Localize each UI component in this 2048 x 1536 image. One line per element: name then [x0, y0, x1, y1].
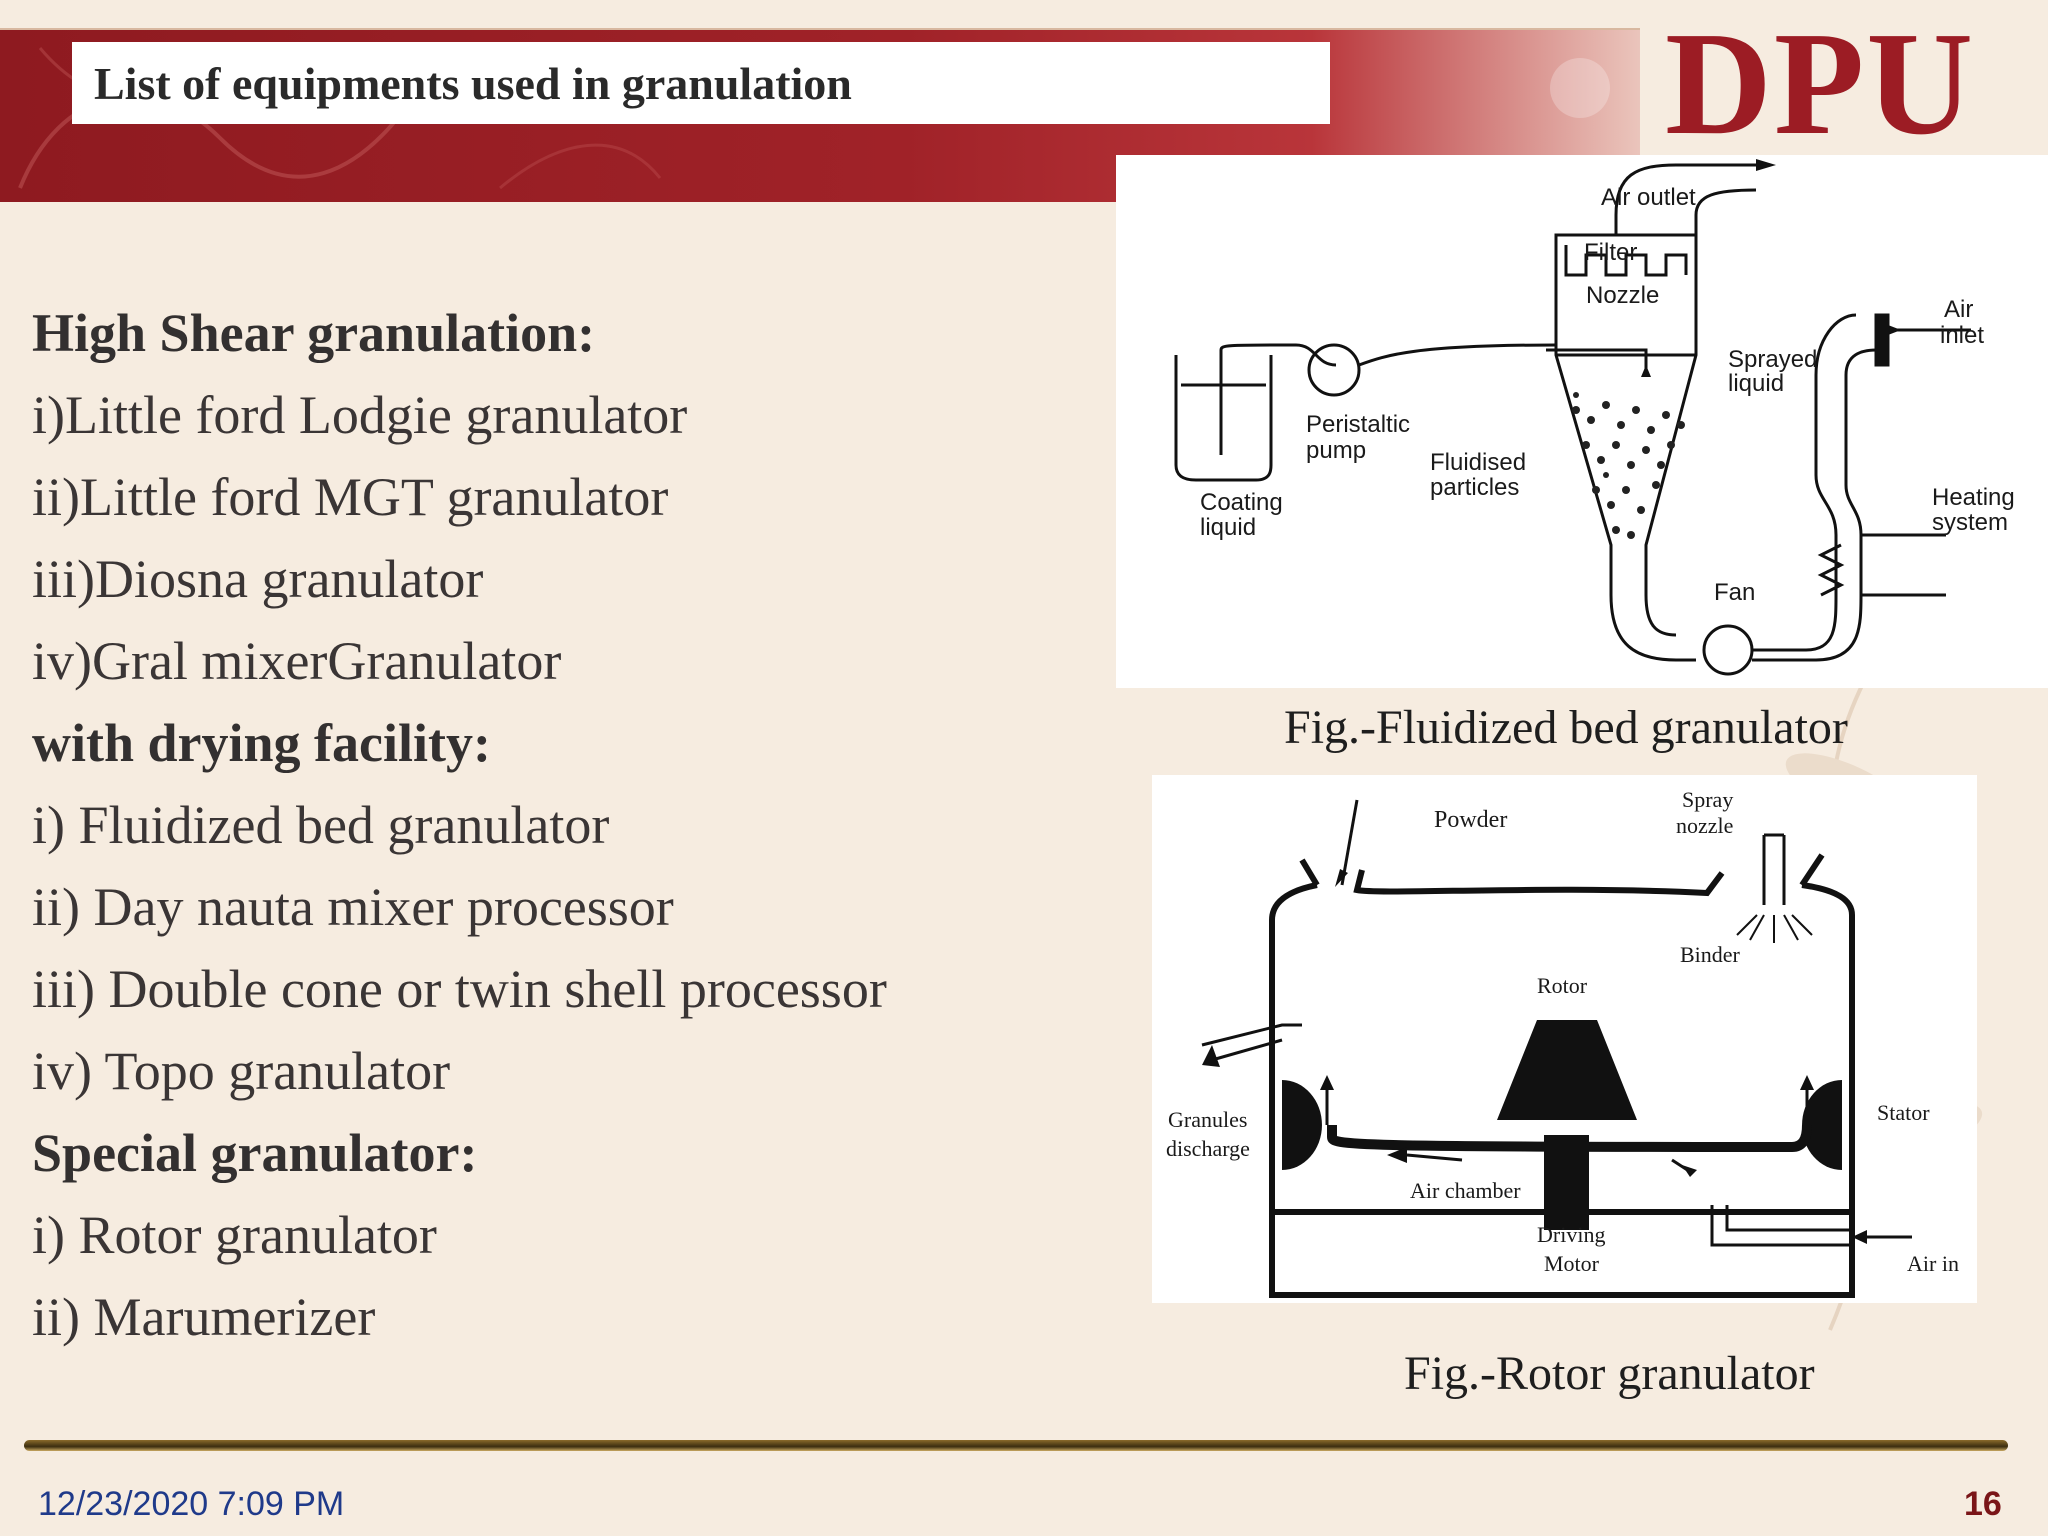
label-filter: Filter: [1584, 239, 1637, 266]
label-air-chamber: Air chamber: [1410, 1178, 1521, 1203]
label-fluidised: Fluidised: [1430, 449, 1526, 476]
fluidized-bed-diagram: Air outlet Filter Nozzle Air inlet Spray…: [1116, 155, 2048, 688]
label-air: Air: [1944, 296, 1973, 323]
list-heading: with drying facility:: [32, 713, 491, 773]
label-driving: Driving: [1537, 1222, 1605, 1247]
label-spray-nozzle: nozzle: [1676, 813, 1733, 838]
label-binder: Binder: [1680, 942, 1741, 967]
label-sprayed-liquid: liquid: [1728, 370, 1784, 397]
label-nozzle: Nozzle: [1586, 282, 1659, 309]
list-item: iv) Topo granulator: [32, 1041, 451, 1101]
list-item: i) Rotor granulator: [32, 1205, 437, 1265]
list-item: i) Fluidized bed granulator: [32, 795, 610, 855]
title-box: List of equipments used in granulation: [72, 42, 1330, 124]
label-pump: pump: [1306, 437, 1366, 464]
list-item: i)Little ford Lodgie granulator: [32, 385, 688, 445]
rotor-granulator-caption: Fig.-Rotor granulator: [1404, 1347, 1815, 1400]
slide-title: List of equipments used in granulation: [94, 57, 852, 109]
label-coating-liquid: liquid: [1200, 514, 1256, 541]
label-inlet: inlet: [1940, 322, 1984, 349]
list-heading: High Shear granulation:: [32, 303, 596, 363]
footer-divider: [24, 1440, 2008, 1451]
label-coating: Coating: [1200, 489, 1283, 516]
label-system: system: [1932, 509, 2008, 536]
list-item: ii) Marumerizer: [32, 1287, 376, 1347]
label-rotor: Rotor: [1537, 973, 1588, 998]
list-item: ii)Little ford MGT granulator: [32, 467, 669, 527]
label-heating: Heating: [1932, 484, 2015, 511]
label-motor: Motor: [1544, 1251, 1600, 1276]
label-peristaltic: Peristaltic: [1306, 411, 1410, 438]
label-stator: Stator: [1877, 1100, 1930, 1125]
rotor-granulator-diagram: Powder Spray nozzle Binder Rotor Stator …: [1152, 775, 1977, 1303]
page-number: 16: [1964, 1485, 2002, 1523]
list-item: ii) Day nauta mixer processor: [32, 877, 674, 937]
list-item: iii)Diosna granulator: [32, 549, 484, 609]
list-item: iv)Gral mixerGranulator: [32, 631, 562, 691]
label-air-in: Air in: [1907, 1251, 1959, 1276]
label-discharge: discharge: [1166, 1136, 1250, 1161]
footer-date: 12/23/2020 7:09 PM: [38, 1485, 345, 1523]
label-particles: particles: [1430, 474, 1519, 501]
label-fan: Fan: [1714, 579, 1755, 606]
list-heading: Special granulator:: [32, 1123, 478, 1183]
equipment-list: High Shear granulation: i)Little ford Lod…: [32, 292, 1092, 1358]
list-item: iii) Double cone or twin shell processor: [32, 959, 887, 1019]
label-powder: Powder: [1434, 807, 1507, 833]
dpu-logo: DPU: [1665, 2, 1976, 166]
fluidized-bed-caption: Fig.-Fluidized bed granulator: [1284, 701, 1848, 754]
label-spray: Spray: [1682, 787, 1733, 812]
label-air-outlet: Air outlet: [1601, 184, 1696, 211]
label-granules: Granules: [1168, 1107, 1247, 1132]
label-sprayed: Sprayed: [1728, 346, 1817, 373]
